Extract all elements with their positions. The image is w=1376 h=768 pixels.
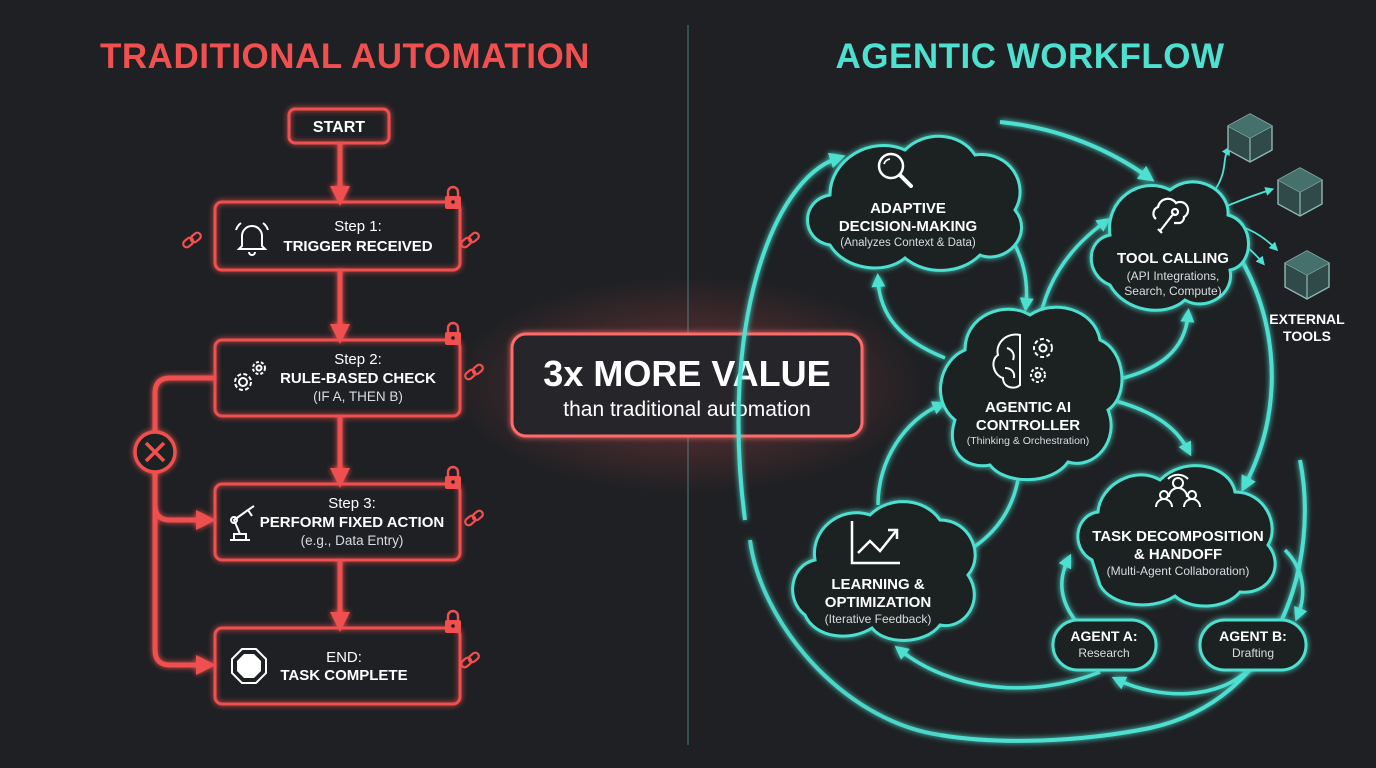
cube-icon-2 <box>1277 167 1323 217</box>
controller-cloud <box>939 305 1124 482</box>
failure-x-mark <box>144 441 166 463</box>
task-title-2: & HANDOFF <box>1134 546 1222 563</box>
lock-icon-end <box>443 609 463 635</box>
right-title: AGENTIC WORKFLOW <box>835 37 1224 76</box>
controller-title-2: CONTROLLER <box>976 417 1080 434</box>
agent-b-sub: Drafting <box>1232 646 1274 660</box>
step2-title: RULE-BASED CHECK <box>280 370 436 387</box>
outer-loop-arrows <box>736 120 1307 743</box>
left-title: TRADITIONAL AUTOMATION <box>100 37 590 76</box>
external-tools-line2: TOOLS <box>1283 328 1331 344</box>
end-title: TASK COMPLETE <box>280 667 407 684</box>
arrow-task-to-agent-b <box>1283 548 1308 622</box>
value-subline: than traditional automation <box>563 398 811 421</box>
agent-b-pill <box>1198 618 1308 672</box>
trend-chart-icon <box>850 521 900 565</box>
step1-box <box>213 200 462 272</box>
chain-icon-step3-right <box>462 508 486 528</box>
brain-gears-icon <box>992 333 1053 389</box>
adaptive-cloud <box>806 134 1023 272</box>
end-heading: END: <box>326 649 362 666</box>
tool-sub-2: Search, Compute) <box>1124 284 1221 298</box>
learning-title-1: LEARNING & <box>831 576 925 593</box>
failure-branch-to-step3 <box>152 504 216 530</box>
bell-icon <box>235 222 269 256</box>
adaptive-sub: (Analyzes Context & Data) <box>840 237 976 249</box>
task-sub: (Multi-Agent Collaboration) <box>1107 564 1250 578</box>
cloud-wrench-icon <box>1152 197 1190 234</box>
cube-icon-1 <box>1227 113 1273 163</box>
team-icon <box>1155 473 1201 508</box>
adaptive-title-2: DECISION-MAKING <box>839 218 977 235</box>
tool-title: TOOL CALLING <box>1117 250 1229 267</box>
agent-a-title: AGENT A: <box>1070 628 1137 644</box>
learning-sub: (Iterative Feedback) <box>825 612 932 626</box>
task-title-1: TASK DECOMPOSITION <box>1092 528 1263 545</box>
learning-cloud <box>791 500 977 642</box>
robot-arm-icon <box>230 505 255 541</box>
arrow-adaptive-to-controller <box>1013 244 1034 312</box>
start-label: START <box>313 119 365 136</box>
arrow-agent-b-to-agent-a <box>1111 666 1252 696</box>
tool-sub-1: (API Integrations, <box>1127 269 1220 283</box>
left-flowchart <box>133 107 462 706</box>
step1-heading: Step 1: <box>334 218 382 235</box>
lock-icon-step2 <box>443 321 463 347</box>
controller-title-1: AGENTIC AI <box>985 399 1071 416</box>
value-headline: 3x MORE VALUE <box>543 353 830 394</box>
cube-icon-3 <box>1284 250 1330 300</box>
agent-a-pill <box>1051 618 1158 672</box>
chain-icon-end-right <box>458 650 482 670</box>
task-cloud <box>1076 464 1277 608</box>
controller-sub: (Thinking & Orchestration) <box>967 435 1090 447</box>
arrow-controller-to-tool-lower <box>1114 308 1195 382</box>
gears-icon <box>234 361 266 391</box>
external-tools-line1: EXTERNAL <box>1269 311 1345 327</box>
agent-b-title: AGENT B: <box>1219 628 1287 644</box>
arrow-agents-to-learning <box>894 645 1101 690</box>
step3-sub: (e.g., Data Entry) <box>301 533 404 548</box>
agent-a-sub: Research <box>1078 646 1129 660</box>
step3-title: PERFORM FIXED ACTION <box>260 514 444 531</box>
step2-sub: (IF A, THEN B) <box>313 389 403 404</box>
adaptive-title-1: ADAPTIVE <box>870 200 946 217</box>
arrow-controller-to-task <box>1111 398 1192 457</box>
chain-icon-step1-left <box>180 230 204 250</box>
step3-heading: Step 3: <box>328 495 376 512</box>
lock-icon-step3 <box>443 465 463 491</box>
step1-title: TRIGGER RECEIVED <box>283 238 432 255</box>
learning-title-2: OPTIMIZATION <box>825 594 931 611</box>
arrow-agent-a-to-task <box>1058 553 1077 622</box>
magnifier-icon <box>877 152 913 188</box>
chain-icon-step1-right <box>458 230 482 250</box>
failure-branch-line <box>152 375 216 675</box>
value-box <box>510 332 864 438</box>
arrow-controller-to-adaptive <box>871 273 946 360</box>
arrow-controller-to-tool <box>1038 217 1111 319</box>
inner-flow-arrows <box>871 217 1308 696</box>
stop-sign-icon <box>231 648 267 684</box>
step2-heading: Step 2: <box>334 351 382 368</box>
arrow-learning-to-controller <box>876 401 947 506</box>
lock-icon-step1 <box>443 185 463 211</box>
tool-cloud <box>1089 180 1250 312</box>
